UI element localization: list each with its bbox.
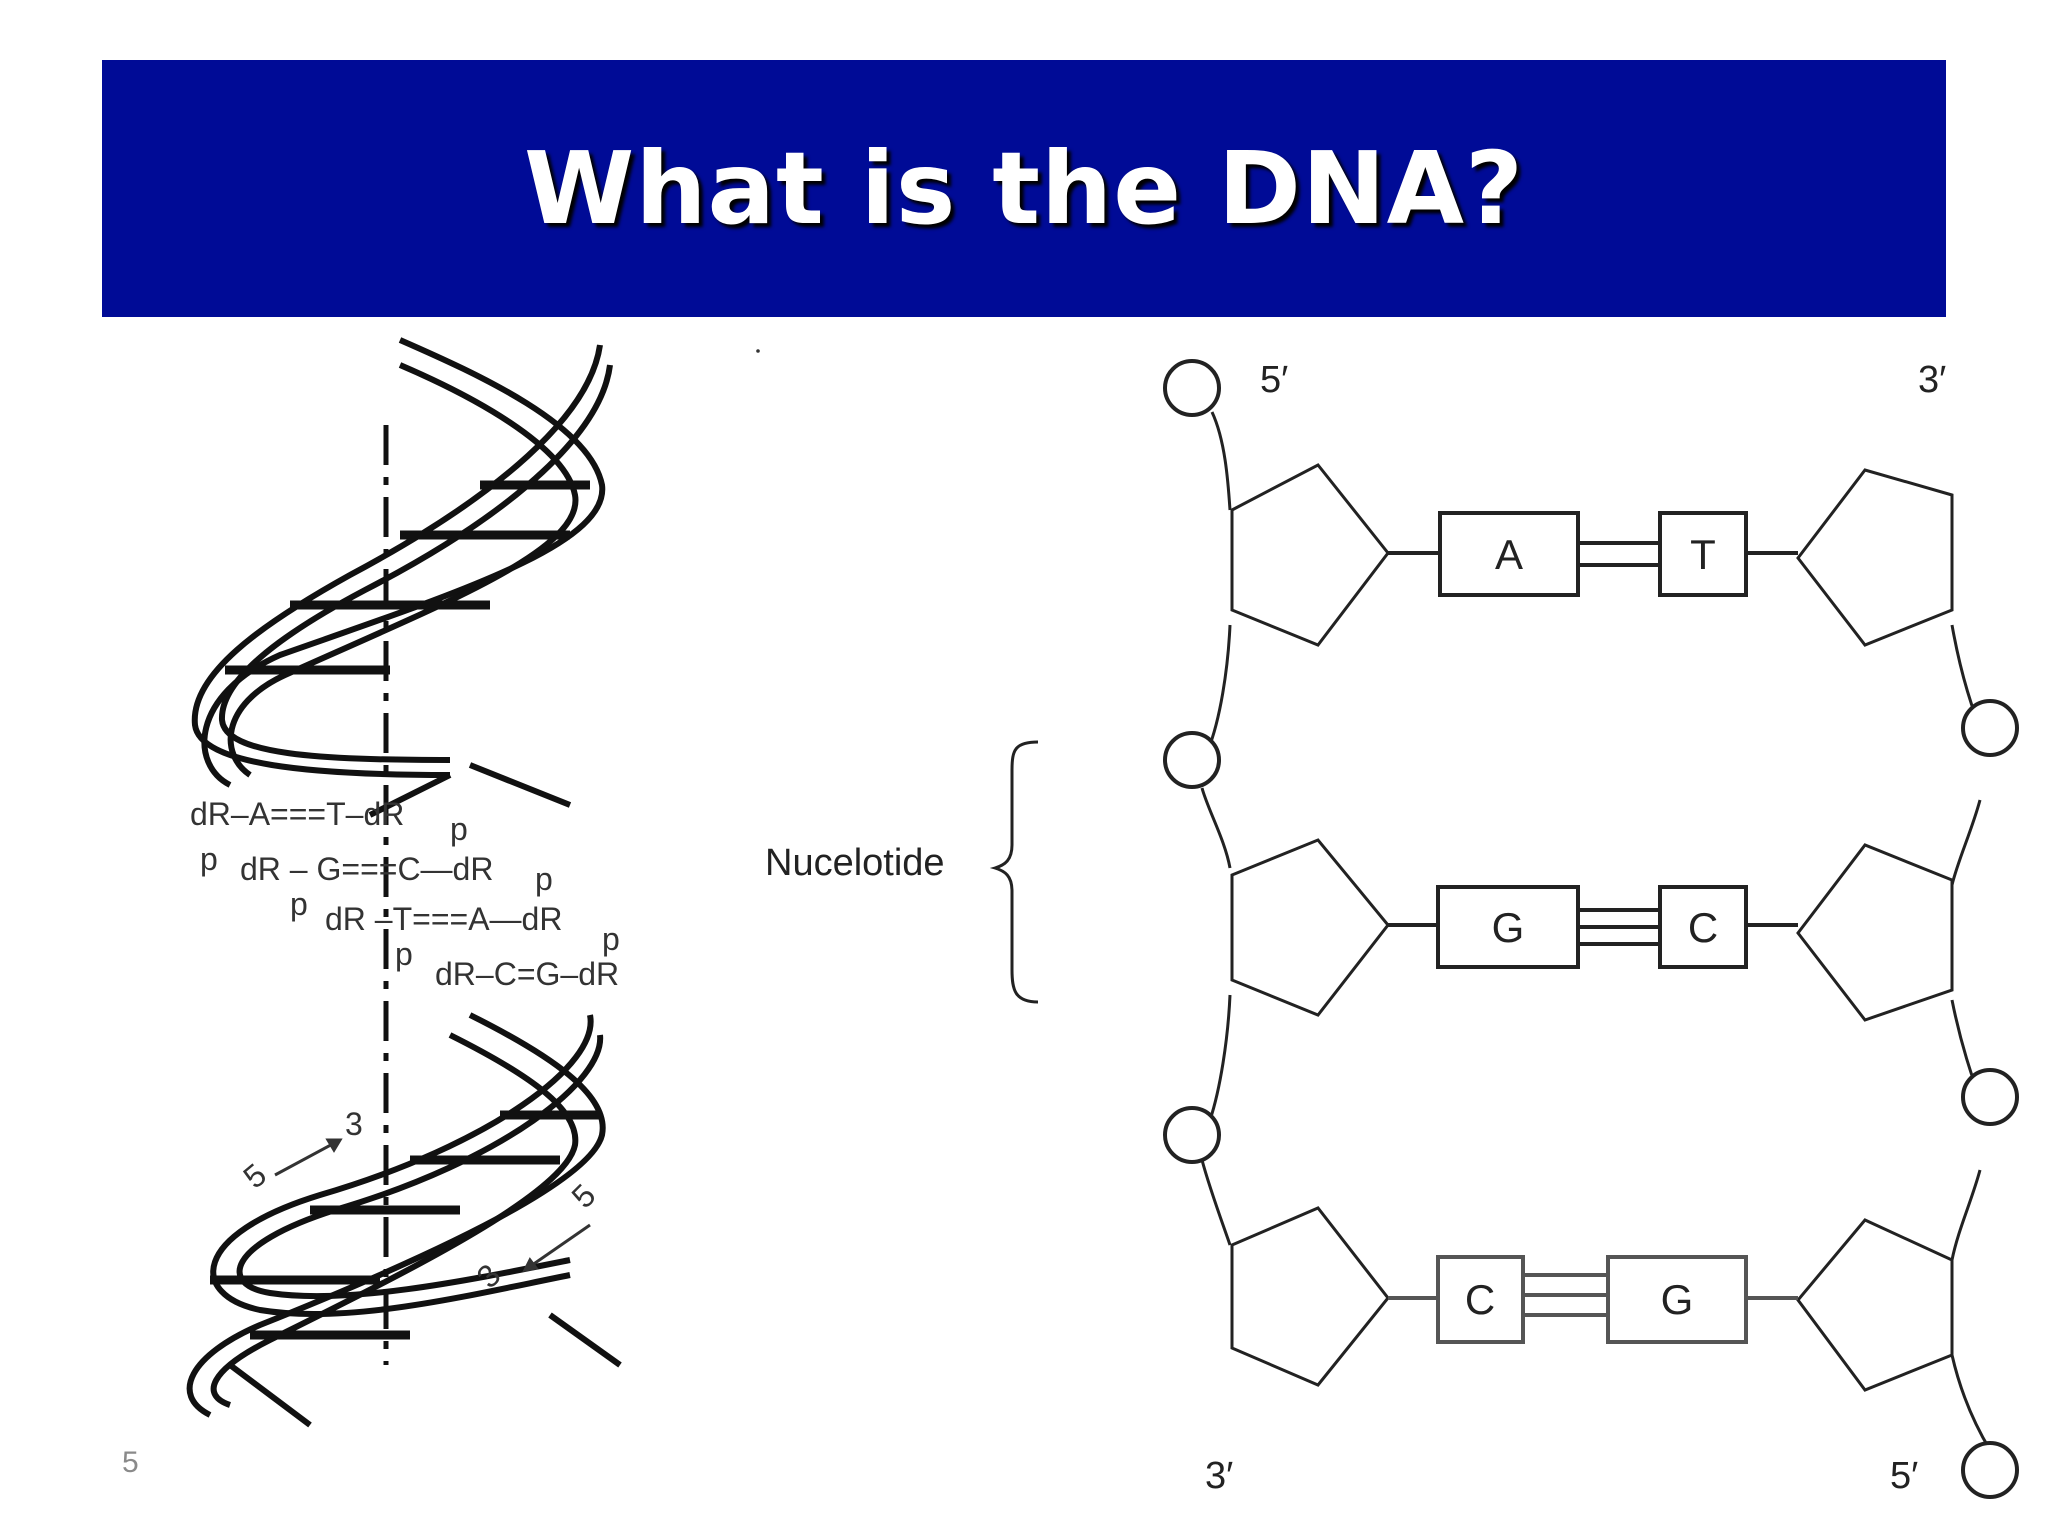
base-c	[1658, 885, 1748, 969]
nucleotide-label: Nucelotide	[765, 842, 945, 884]
label-3-prime-top: 3′	[1918, 359, 1946, 401]
title-banner: What is the DNA?	[102, 60, 1946, 317]
nucleotide-brace	[989, 740, 1039, 1004]
lower-helix	[186, 1012, 622, 1428]
phosphate-right-2	[1961, 1068, 2019, 1126]
base-t	[1658, 511, 1748, 597]
label-5-prime-bottom: 5′	[1890, 1455, 1918, 1497]
phosphate-4: p	[290, 886, 308, 922]
helix-pair-2: dR – G===C—dR	[240, 851, 493, 887]
upper-rungs	[225, 480, 590, 675]
sugar-left-2	[1230, 838, 1390, 1017]
base-g-2-label: G	[1661, 1276, 1694, 1323]
phosphate-2: p	[200, 841, 218, 877]
upper-helix	[191, 337, 613, 818]
label-3-prime-bottom: 3′	[1205, 1455, 1233, 1497]
phosphate-1: p	[450, 811, 468, 847]
nucleotide-structure-figure: 5′ 3′ 3′ 5′ Nucelotide	[765, 359, 2019, 1499]
phosphate-left-2	[1163, 731, 1221, 789]
label-5-prime-top: 5′	[1260, 359, 1288, 401]
double-helix-figure: dR–A===T–dR dR – G===C—dR dR –T===A—dR d…	[186, 337, 622, 1428]
phosphate-left-3	[1163, 1106, 1221, 1164]
base-a	[1438, 511, 1580, 597]
sugar-left-3	[1230, 1206, 1390, 1387]
helix-pair-3: dR –T===A—dR	[325, 901, 562, 937]
base-g-2	[1606, 1255, 1748, 1344]
phosphate-right-3	[1961, 1441, 2019, 1499]
strand-arrow-top	[274, 1138, 341, 1177]
phosphate-6: p	[395, 936, 413, 972]
base-g-label: G	[1492, 904, 1525, 951]
phosphate-right-1	[1961, 699, 2019, 757]
base-a-label: A	[1495, 531, 1523, 578]
base-c-2	[1436, 1255, 1525, 1344]
sugar-left-1	[1230, 463, 1390, 647]
lower-rungs	[210, 1110, 600, 1340]
phosphate-5: p	[602, 921, 620, 957]
sugar-right-1	[1796, 468, 1954, 647]
base-c-2-label: C	[1465, 1276, 1495, 1323]
strand-5-top: 5	[236, 1156, 273, 1195]
base-t-label: T	[1690, 531, 1716, 578]
phosphate-left-1	[1163, 359, 1221, 417]
strand-arrow-bottom	[524, 1223, 591, 1272]
helix-pair-4: dR–C=G–dR	[435, 956, 619, 992]
slide-number: 5	[122, 1446, 139, 1479]
sugar-right-2	[1796, 843, 1954, 1022]
phosphate-3: p	[535, 861, 553, 897]
slide-title: What is the DNA?	[524, 130, 1524, 247]
strand-5-bottom: 5	[564, 1177, 602, 1215]
sugar-right-3	[1796, 1218, 1954, 1392]
strand-3-top: 3	[345, 1106, 363, 1142]
base-g	[1436, 885, 1580, 969]
stray-dot	[756, 349, 760, 353]
base-c-label: C	[1688, 904, 1718, 951]
helix-pair-1: dR–A===T–dR	[190, 796, 404, 832]
